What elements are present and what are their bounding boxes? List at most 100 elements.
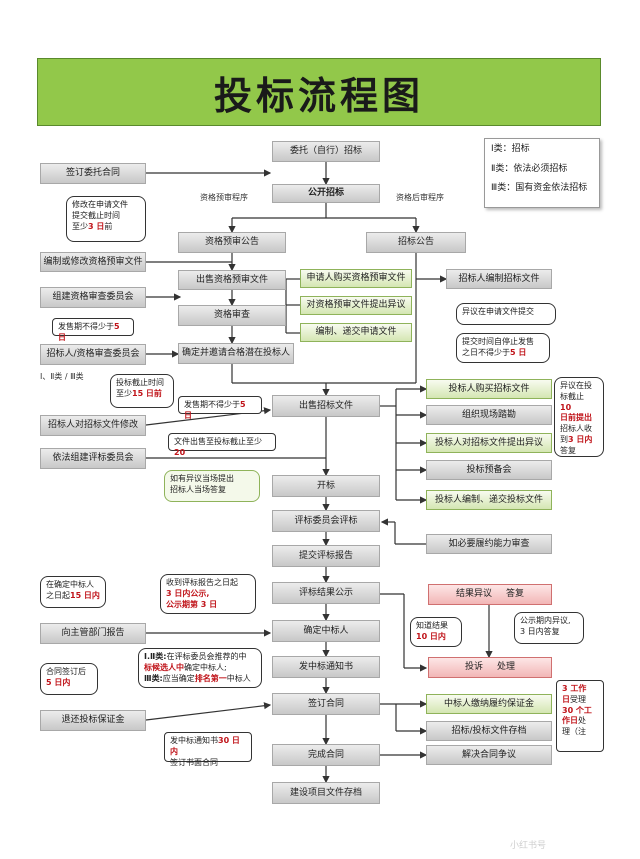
callout-cmp-4: 30 个工 (562, 705, 592, 715)
step-confirm-invite: 确定并邀请合格潜在投标人 (178, 343, 294, 364)
left-modify-tender: 招标人对招标文件修改 (40, 415, 146, 436)
step-submit-report: 提交评标报告 (272, 545, 380, 567)
callout-sale-days: 5 日 (58, 322, 120, 342)
callout-doc-sale: 文件出售至投标截止至少20 (168, 433, 276, 457)
right-edit-tender: 招标人编制招标文件 (446, 269, 552, 289)
callout-pub-3: 公示期第 3 日 (166, 599, 218, 609)
callout-modify-line3: 至少 (72, 221, 88, 231)
gray-perf-review: 如必要履约能力审查 (426, 534, 552, 554)
callout-sale-period-2: 发售期不得少于5 日 (178, 396, 262, 420)
pink-result-objection: 结果异议 答复 (428, 584, 552, 605)
callout-sale-period: 发售期不得少于5 日 (52, 318, 134, 342)
callout-submit-line1: 提交时间自停止发售 (462, 337, 534, 346)
step-sign: 签订合同 (272, 693, 380, 715)
label-post-proc: 资格后审程序 (396, 193, 444, 202)
pink-handle-label: 处理 (497, 662, 516, 673)
callout-cls-7: 排名第一 (194, 673, 227, 683)
callout-bid-deadline: 投标截止时间 至少15 日前 (110, 374, 174, 408)
step-sell-tender: 出售招标文件 (272, 395, 380, 417)
legend-item-2: Ⅱ类：依法必须招标 (491, 163, 568, 174)
callout-sign-1: 发中标通知书 (170, 736, 218, 745)
green-prepare-bid: 投标人编制、递交投标文件 (426, 490, 552, 510)
callout-cmp-2: 日 (562, 694, 570, 704)
pink-result-objection-label: 结果异议 (455, 589, 492, 600)
label-prequal-proc: 资格预审程序 (200, 193, 248, 202)
callout-modify-days: 3 日 (88, 221, 105, 231)
left-sign-entrust: 签订委托合同 (40, 163, 146, 184)
gray-dispute: 解决合同争议 (426, 745, 552, 765)
step-decide-winner: 确定中标人 (272, 620, 380, 642)
callout-ot-6: 到 (560, 434, 568, 444)
callout-class-rule: Ⅰ.Ⅱ类:在评标委员会推荐的中 标候选人中确定中标人; Ⅲ类:应当确定排名第一中… (138, 648, 262, 688)
callout-contract-2: 5 日内 (46, 677, 71, 687)
step-archive: 建设项目文件存档 (272, 782, 380, 804)
callout-sign-contract: 发中标通知书30 日内 签订书面合同 (164, 732, 252, 767)
callout-pubobj-2: 3 日内答复 (520, 626, 560, 636)
callout-cls-8: 中标人 (226, 673, 251, 683)
callout-complaint-time: 3 工作 日受理 30 个工 作日处 理（注 (556, 680, 604, 752)
callout-sale2-text: 发售期不得少于 (184, 400, 240, 409)
callout-pub-2: 3 日内公示, (166, 588, 210, 598)
callout-winner-report: 在确定中标人 之日起15 日内 (40, 576, 106, 608)
step-prequal-review: 资格审查 (178, 305, 286, 326)
pink-complaint: 投诉 处理 (428, 657, 552, 678)
green-pay-bond: 中标人缴纳履约保证金 (426, 694, 552, 714)
left-tenderer-committee: 招标人/资格审查委员会 (40, 344, 146, 365)
callout-win-1: 在确定中标人 (46, 580, 94, 589)
page-title: 投标流程图 (213, 73, 424, 118)
callout-cmp-6: 处 (578, 716, 586, 726)
step-bid-open: 开标 (272, 475, 380, 497)
callout-know-1: 知道结果 (416, 621, 448, 630)
callout-ot-1: 异议在投 (560, 381, 592, 390)
green-prepare-apply: 编制、递交申请文件 (300, 323, 412, 342)
callout-onsite-2: 招标人当场答复 (170, 484, 226, 494)
watermark: 小红书号 (510, 841, 547, 851)
step-committee-review: 评标委员会评标 (272, 510, 380, 532)
callout-submit-days: 5 日 (510, 347, 527, 357)
callout-modify-before: 前 (104, 221, 113, 231)
step-open-tender: 公开招标 (272, 184, 380, 203)
callout-object-tender: 异议在投 标截止 10 日前提出 招标人收 到3 日内 答复 (554, 377, 604, 457)
left-form-eval: 依法组建评标委员会 (40, 448, 146, 469)
green-object-prequal: 对资格预审文件提出异议 (300, 296, 412, 315)
callout-cls-2: 在评标委员会推荐的中 (166, 652, 247, 661)
callout-cls-5: Ⅲ类: (144, 673, 163, 683)
callout-cls-4: 确定中标人; (184, 662, 227, 672)
callout-cmp-1: 3 工作 (562, 684, 587, 693)
legend-item-3: Ⅲ类：国有资金依法招标 (491, 183, 588, 193)
callout-bid-line1: 投标截止时间 (116, 378, 164, 387)
callout-bid-line2: 至少 (116, 388, 132, 398)
legend: Ⅰ类：招标 Ⅱ类：依法必须招标 Ⅲ类：国有资金依法招标 (484, 138, 600, 208)
callout-ot-3: 10 (560, 402, 572, 412)
callout-contract-signed: 合同签订后 5 日内 (40, 663, 98, 695)
callout-doc-sale-text: 文件出售至投标截止至少 (174, 437, 262, 446)
pink-answer-label: 答复 (506, 589, 525, 600)
callout-contract-1: 合同签订后 (46, 667, 86, 676)
gray-prebid: 投标预备会 (426, 460, 552, 480)
gray-tender-archive: 招标/投标文件存档 (426, 721, 552, 741)
step-tender-notice: 招标公告 (366, 232, 466, 253)
callout-cls-3: 标候选人中 (144, 662, 184, 672)
callout-win-3: 15 日内 (70, 590, 100, 600)
callout-cls-1: Ⅰ.Ⅱ类: (144, 652, 167, 661)
left-edit-prequal: 编制或修改资格预审文件 (40, 252, 146, 272)
callout-know-result: 知道结果 10 日内 (410, 617, 462, 647)
callout-sale2-days: 5 日 (184, 400, 246, 420)
callout-doc-sale-days: 20 (174, 447, 186, 457)
callout-cmp-7: 理（注 (562, 727, 586, 737)
left-report: 向主管部门报告 (40, 623, 146, 644)
legend-item-1: Ⅰ类：招标 (491, 144, 530, 154)
left-form-committee: 组建资格审查委员会 (40, 287, 146, 308)
callout-sale-text: 发售期不得少于 (58, 322, 114, 331)
title-banner: 投标流程图 (37, 58, 601, 126)
green-object-tender: 投标人对招标文件提出异议 (426, 433, 552, 453)
callout-pubobj-1: 公示期内异议, (520, 616, 571, 625)
callout-win-2: 之日起 (46, 590, 70, 600)
callout-know-2: 10 日内 (416, 631, 446, 641)
callout-object-prequal: 异议在申请文件提交 (456, 303, 556, 325)
callout-ot-8: 答复 (560, 445, 576, 455)
step-prequal-notice: 资格预审公告 (178, 232, 286, 253)
green-buy-prequal: 申请人购买资格预审文件 (300, 269, 412, 288)
green-buy-tender: 投标人购买招标文件 (426, 379, 552, 399)
